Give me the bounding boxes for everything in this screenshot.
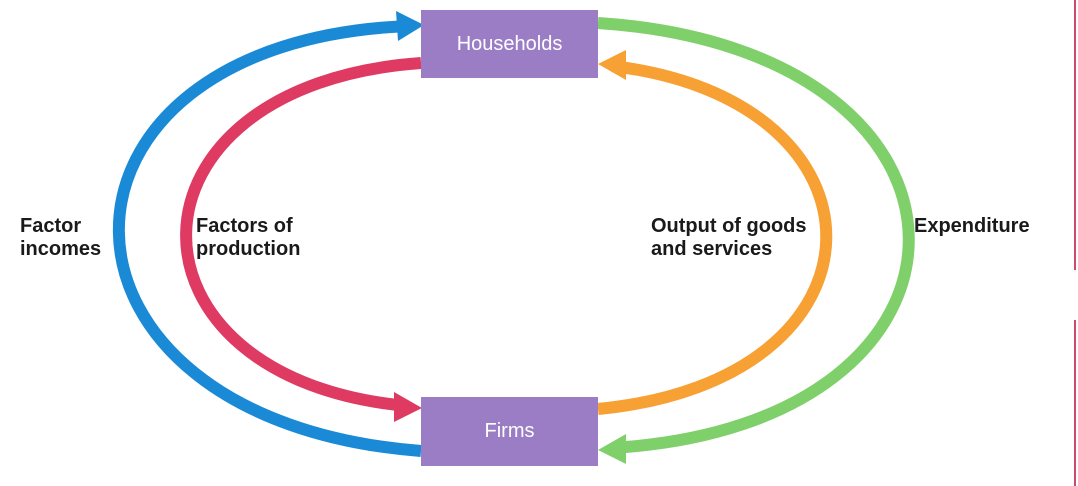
page-edge-rule-bottom xyxy=(1074,320,1076,486)
expenditure-arrowhead xyxy=(598,434,626,464)
expenditure-arrow xyxy=(597,17,915,454)
factor-incomes-line-1: Factor xyxy=(20,215,82,237)
output-line-2: and services xyxy=(651,238,773,260)
factors-of-production-arrowhead xyxy=(394,392,422,422)
factor-incomes-arrowhead xyxy=(396,11,424,41)
output-of-goods-and-services-label: Output of goods and services xyxy=(651,215,807,261)
factor-incomes-label: Factor incomes xyxy=(20,215,101,261)
factors-of-production-line-1: Factors of xyxy=(196,215,293,237)
factors-of-production-label: Factors of production xyxy=(196,215,300,261)
output-of-goods-and-services-arrow xyxy=(597,60,833,415)
households-label: Households xyxy=(456,32,563,55)
page-edge-rule-top xyxy=(1074,0,1076,270)
households-node: Households xyxy=(421,10,598,78)
factor-incomes-arrow xyxy=(112,20,422,457)
output-arrowhead xyxy=(598,50,626,80)
factor-incomes-line-2: incomes xyxy=(20,238,102,260)
firms-node: Firms xyxy=(421,397,598,466)
factors-of-production-line-2: production xyxy=(196,238,301,260)
factors-of-production-arrow xyxy=(180,57,422,412)
firms-label: Firms xyxy=(484,420,535,442)
output-line-1: Output of goods xyxy=(651,215,807,237)
expenditure-line-1: Expenditure xyxy=(914,215,1030,237)
expenditure-label: Expenditure xyxy=(914,215,1030,238)
